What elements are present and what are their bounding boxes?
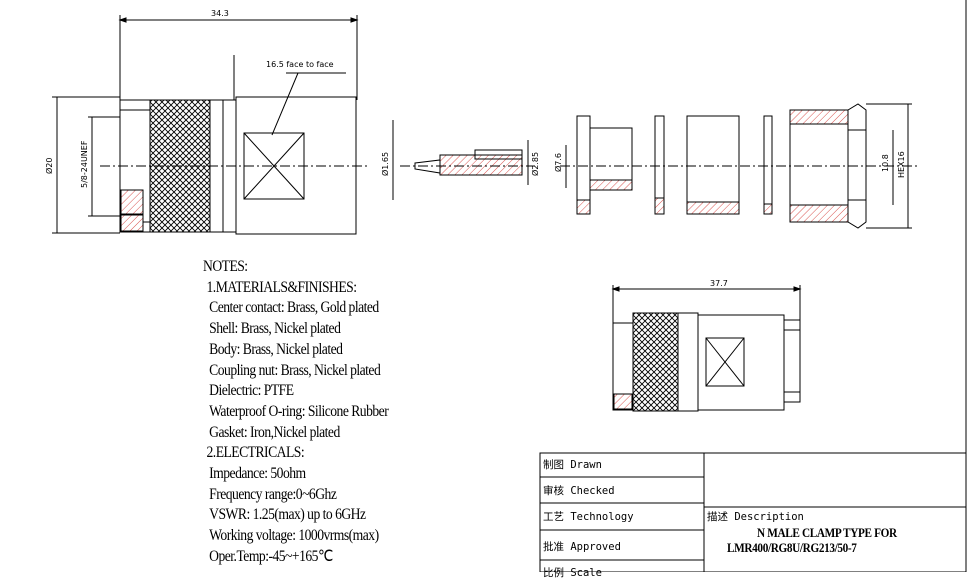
notes-block: NOTES: 1.MATERIALS&FINISHES: Center conta… (203, 257, 493, 568)
exploded-parts-view (560, 103, 920, 229)
tb-description-line1: N MALE CLAMP TYPE FOR (757, 526, 897, 540)
title-block-frame (539, 452, 967, 572)
center-pin-view (392, 120, 535, 200)
notes-line: Gasket: Iron,Nickel plated (209, 423, 340, 441)
notes-heading: NOTES: (203, 258, 248, 275)
tb-technology: 工艺 Technology (543, 511, 634, 523)
tb-approved: 批准 Approved (543, 541, 621, 553)
notes-line: Coupling nut: Brass, Nickel plated (209, 361, 381, 379)
notes-line: Frequency range:0~6Ghz (209, 485, 337, 503)
notes-line: Dielectric: PTFE (209, 382, 294, 400)
notes-lines: 1.MATERIALS&FINISHES: Center contact: Bra… (203, 278, 493, 568)
notes-line: Impedance: 50ohm (209, 465, 306, 483)
tb-drawn: 制图 Drawn (543, 459, 602, 471)
dim-hex: HEX16 (897, 151, 906, 178)
dim-overall-length: 34.3 (211, 9, 229, 18)
tb-description-label: 描述 Description (707, 511, 804, 523)
dim-face-to-face: 16.5 face to face (266, 60, 334, 69)
dim-assembled-length: 37.7 (710, 279, 728, 288)
notes-line: VSWR: 1.25(max) up to 6GHz (209, 506, 366, 524)
notes-line: Waterproof O-ring: Silicone Rubber (209, 402, 389, 420)
notes-line: Body: Brass, Nickel plated (209, 340, 343, 358)
dim-body-diameter: Ø20 (44, 158, 54, 174)
dim-dielectric: Ø7.6 (553, 153, 563, 172)
notes-line: Center contact: Brass, Gold plated (209, 299, 379, 317)
dim-pin-outer: Ø2.85 (530, 152, 540, 176)
notes-line: Oper.Temp:-45~+165℃ (209, 547, 333, 565)
assembled-connector-view (611, 285, 802, 412)
dim-ferrule-inner: 10.8 (881, 154, 890, 172)
dim-thread: 5/8-24UNEF (80, 140, 89, 188)
tb-checked: 审核 Checked (543, 485, 615, 497)
notes-line: 2.ELECTRICALS: (206, 444, 305, 462)
notes-line: Working voltage: 1000vrms(max) (209, 527, 379, 545)
tb-description-line2: LMR400/RG8U/RG213/50-7 (727, 541, 857, 555)
tb-scale: 比例 Scale (543, 567, 602, 579)
main-connector-view (52, 15, 370, 235)
notes-line: 1.MATERIALS&FINISHES: (206, 278, 357, 296)
dim-pin-diameter: Ø1.65 (380, 152, 390, 176)
notes-line: Shell: Brass, Nickel plated (209, 320, 341, 338)
